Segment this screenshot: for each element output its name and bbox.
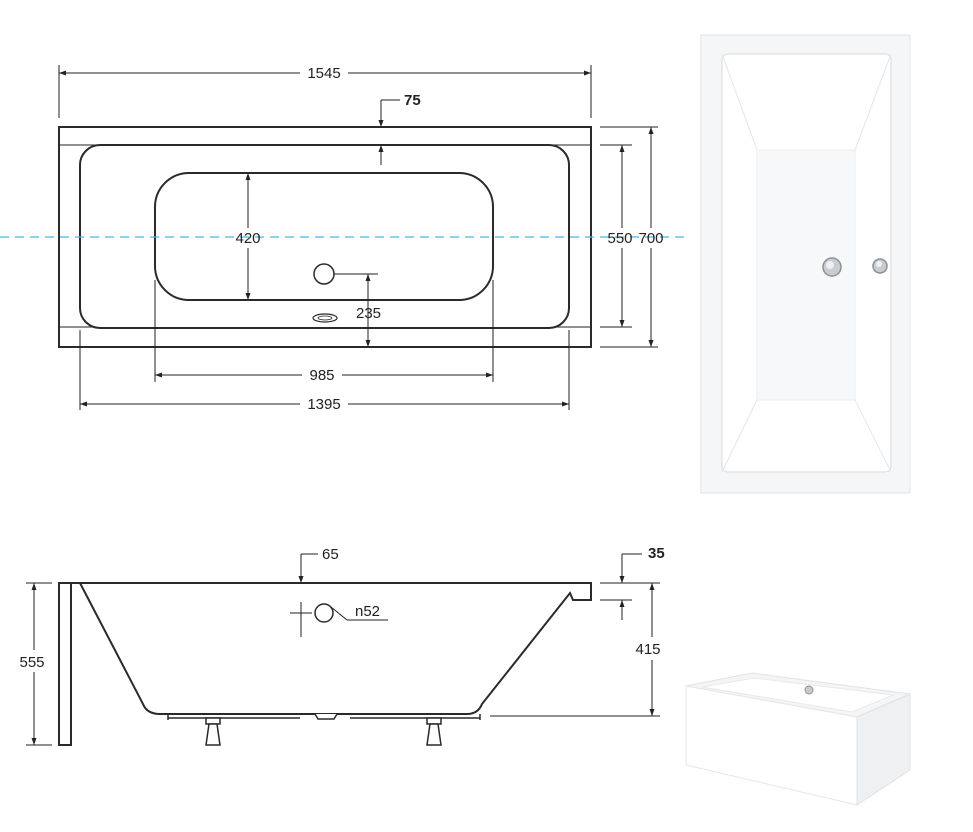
arrow — [59, 70, 66, 76]
dim-label-n52: n52 — [355, 603, 380, 620]
photo-inner-tub — [701, 677, 895, 713]
photo-edge — [721, 53, 758, 151]
dim-label-700: 700 — [638, 230, 663, 247]
arrow — [245, 293, 251, 300]
dim-label-65: 65 — [322, 546, 339, 563]
arrow — [31, 738, 37, 745]
arrow — [619, 320, 625, 327]
dim-label-415: 415 — [635, 641, 660, 658]
arrow — [619, 576, 625, 583]
photo-floor — [756, 149, 856, 401]
leg-right — [426, 717, 442, 746]
overflow-slot-icon — [312, 313, 338, 323]
dim-label-985: 985 — [309, 367, 334, 384]
drain-icon — [313, 263, 335, 285]
overflow-leader — [330, 606, 348, 621]
top-view: 1545 75 420 550 700 235 — [0, 65, 690, 413]
dim-label-555: 555 — [19, 654, 44, 671]
arrow — [298, 576, 304, 583]
arrow — [245, 173, 251, 180]
photo-edge — [854, 53, 892, 151]
arrow — [584, 70, 591, 76]
photo-edge — [721, 399, 758, 473]
photo-overflow-highlight — [876, 261, 882, 267]
arrow — [562, 401, 569, 407]
arrow — [80, 401, 87, 407]
dim-label-35: 35 — [648, 545, 665, 562]
side-panel — [58, 582, 72, 746]
dim-label-75: 75 — [404, 92, 421, 109]
dim-label-1395: 1395 — [307, 396, 340, 413]
drain-outlet — [314, 713, 338, 720]
top-photo — [700, 34, 911, 494]
leg-left — [205, 717, 221, 746]
bath-profile — [59, 582, 592, 715]
arrow — [648, 127, 654, 134]
arrow — [648, 340, 654, 347]
dim-label-1545: 1545 — [307, 65, 340, 82]
perspective-photo — [685, 672, 912, 806]
arrow — [155, 372, 162, 378]
photo-persp-overflow-icon — [804, 685, 814, 695]
arrow — [365, 340, 371, 347]
dim-label-550: 550 — [607, 230, 632, 247]
photo-side-face — [856, 693, 911, 806]
photo-drain-highlight — [826, 261, 834, 269]
overflow-icon — [314, 603, 334, 623]
side-view: n52 65 35 415 555 — [19, 545, 665, 746]
arrow — [619, 145, 625, 152]
overflow-slot-inner — [317, 315, 333, 321]
arrow — [31, 583, 37, 590]
arrow — [378, 145, 384, 152]
arrow — [378, 120, 384, 127]
arrow — [365, 274, 371, 281]
photo-edge — [854, 399, 892, 473]
arrow — [649, 709, 655, 716]
dim-label-235: 235 — [356, 305, 381, 322]
dim-label-420: 420 — [235, 230, 260, 247]
arrow — [619, 600, 625, 607]
arrow — [649, 583, 655, 590]
arrow — [486, 372, 493, 378]
